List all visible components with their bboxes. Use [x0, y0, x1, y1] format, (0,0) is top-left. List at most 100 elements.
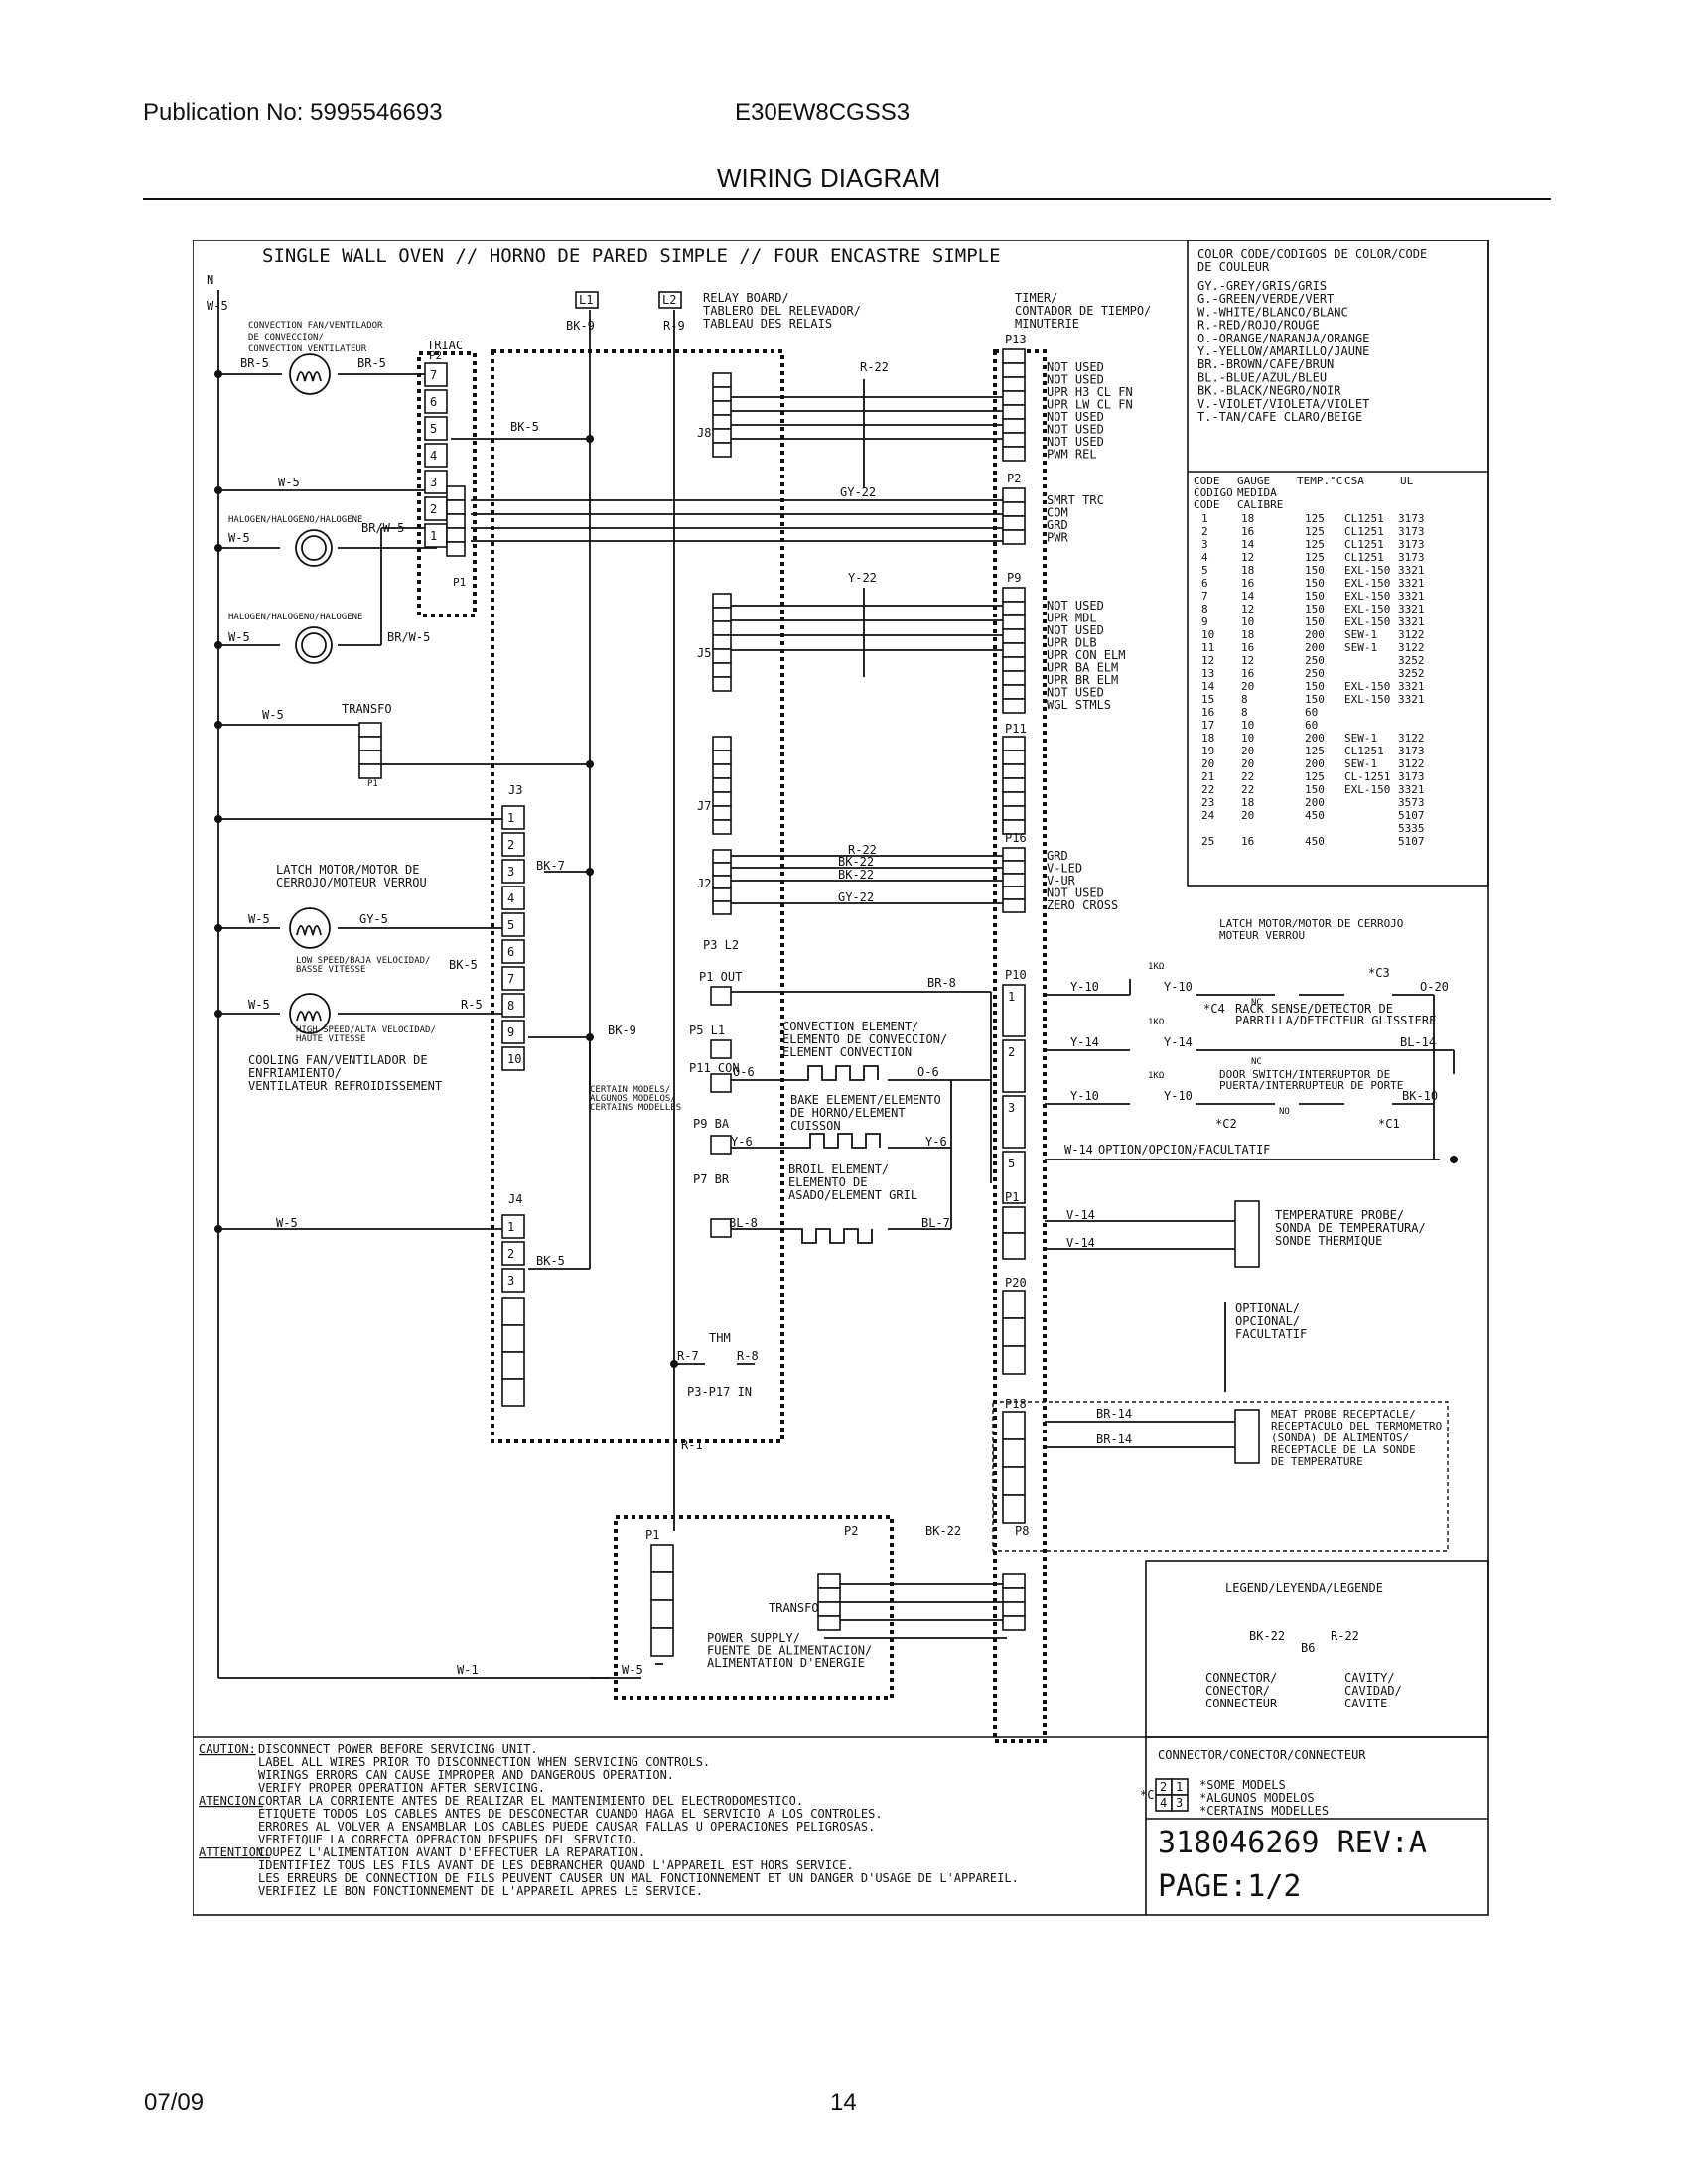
- j8-pin: [712, 414, 732, 430]
- bake-element-label: DE HORNO/ELEMENT: [790, 1106, 906, 1120]
- gauge-table-cell: SEW-1: [1344, 757, 1377, 770]
- p20-pin: [1002, 1290, 1026, 1319]
- j4-pin-number: 1: [507, 1220, 514, 1234]
- broil-element-label: BROIL ELEMENT/: [788, 1162, 889, 1176]
- p1-pin: [446, 513, 466, 529]
- l1-label: L1: [579, 293, 593, 307]
- certain-models-label: CERTAIN MODELS/: [590, 1085, 670, 1095]
- triac-pin-number: 3: [430, 476, 437, 489]
- low-speed-label: LOW SPEED/BAJA VELOCIDAD/: [296, 956, 430, 966]
- j4-pin-number: 3: [507, 1274, 514, 1288]
- p10-pin: [1002, 1095, 1026, 1149]
- j3-pin: [501, 912, 525, 937]
- gauge-table-cell: 22: [1241, 783, 1254, 796]
- door-switch-label: PUERTA/INTERRUPTEUR DE PORTE: [1219, 1079, 1403, 1092]
- gauge-table-cell: 1: [1201, 512, 1208, 525]
- gauge-table-cell: 250: [1305, 667, 1325, 680]
- document-number: 318046269 REV:A: [1158, 1826, 1427, 1860]
- wire-label: GY-22: [840, 485, 876, 499]
- wire-label: R-22: [848, 843, 877, 857]
- wire-label: BK-9: [608, 1024, 636, 1037]
- diagram-banner: SINGLE WALL OVEN // HORNO DE PARED SIMPL…: [262, 245, 1001, 267]
- connector-label: P1: [1005, 1190, 1019, 1204]
- gauge-table-cell: 5: [1201, 564, 1208, 577]
- transfo-pin: [358, 722, 382, 738]
- wire-label: BL-8: [729, 1216, 758, 1230]
- power-p2-pin: [817, 1615, 841, 1631]
- header-rule: [143, 198, 1551, 200]
- p9-pin: [1002, 628, 1026, 644]
- j4-empty-pin: [501, 1297, 525, 1326]
- gauge-table-cell: EXL-150: [1344, 564, 1390, 577]
- wire-label: R-1: [681, 1438, 703, 1452]
- p8-pin: [1002, 1615, 1026, 1631]
- gauge-table-header: CODIGO: [1194, 486, 1233, 499]
- timer-pin-label: UPR BA ELM: [1047, 661, 1118, 675]
- connector-label: P10: [1005, 968, 1027, 982]
- door-switch-label: DOOR SWITCH/INTERRUPTOR DE: [1219, 1068, 1390, 1081]
- meat-probe-label: MEAT PROBE RECEPTACLE/: [1271, 1408, 1416, 1421]
- legend-cavity-label: CAVITE: [1344, 1697, 1387, 1710]
- gauge-table-cell: CL-1251: [1344, 770, 1390, 783]
- j3-pin-number: 4: [507, 891, 514, 905]
- legend-wire-label: BK-22: [1249, 1629, 1285, 1643]
- convection-element-label: ELEMENTO DE CONVECCION/: [782, 1032, 947, 1046]
- wire-label: BR-14: [1096, 1407, 1132, 1421]
- gauge-table-cell: EXL-150: [1344, 603, 1390, 615]
- p13-pin: [1002, 418, 1026, 434]
- p10-pin: [1002, 1039, 1026, 1093]
- switch-label: NC: [1251, 998, 1262, 1008]
- j5-pin: [712, 593, 732, 609]
- triac-pin-number: 6: [430, 395, 437, 409]
- gauge-table-cell: 450: [1305, 809, 1325, 822]
- broil-element-label: ELEMENTO DE: [788, 1175, 867, 1189]
- p18-pin: [1002, 1438, 1026, 1468]
- gauge-table-cell: EXL-150: [1344, 783, 1390, 796]
- j4-pin: [501, 1214, 525, 1239]
- wire-label: W-5: [248, 912, 270, 926]
- timer-pin-label: UPR LW CL FN: [1047, 398, 1133, 412]
- p11-pin: [1002, 791, 1026, 807]
- wire-label: W-1: [457, 1663, 479, 1677]
- gauge-table-cell: 12: [1201, 654, 1214, 667]
- power-supply-label: FUENTE DE ALIMENTACION/: [707, 1644, 872, 1658]
- relay-board-outline: [491, 349, 784, 1443]
- meat-probe-label: RECEPTACLE DE LA SONDE: [1271, 1443, 1416, 1456]
- relay-board-label: TABLERO DEL RELEVADOR/: [703, 304, 861, 318]
- p10-pin-number: 3: [1008, 1101, 1015, 1115]
- gauge-table-cell: 12: [1241, 654, 1254, 667]
- switch-label: *C2: [1215, 1117, 1237, 1131]
- latch-motor-label: LATCH MOTOR/MOTOR DE: [276, 863, 420, 877]
- gauge-table-cell: 16: [1241, 667, 1254, 680]
- connector-legend-label: *C: [1140, 1788, 1154, 1802]
- triac-pin: [424, 443, 448, 468]
- relay-board-label: RELAY BOARD/: [703, 291, 789, 305]
- connector-label: P20: [1005, 1276, 1027, 1290]
- wire-label: Y-10: [1164, 980, 1193, 994]
- gauge-table-cell: 200: [1305, 628, 1325, 641]
- connector-pin: [1171, 1794, 1189, 1812]
- connector-pin-number: 3: [1176, 1796, 1183, 1810]
- power-p1-pin: [650, 1627, 674, 1657]
- p9-pin: [1002, 601, 1026, 616]
- timer-pin-label: NOT USED: [1047, 423, 1104, 437]
- j7-pin: [712, 819, 732, 835]
- p13-pin: [1002, 376, 1026, 392]
- timer-pin-label: NOT USED: [1047, 887, 1104, 900]
- wire-label: BK-5: [449, 958, 478, 972]
- connector-label: P1: [367, 779, 378, 789]
- gauge-table-cell: 20: [1241, 757, 1254, 770]
- j2-pin: [712, 849, 732, 864]
- j3-pin: [501, 939, 525, 964]
- gauge-table-cell: 3321: [1398, 590, 1425, 603]
- wire-label: BR/W-5: [387, 630, 430, 644]
- gauge-table-cell: 3321: [1398, 615, 1425, 628]
- wire-label: Y-14: [1070, 1035, 1099, 1049]
- j3-pin: [501, 1020, 525, 1044]
- p18-pin: [1002, 1494, 1026, 1524]
- wire-label: GY-22: [838, 890, 874, 904]
- connector-pin-number: 4: [1160, 1796, 1167, 1810]
- temperature-probe-label: SONDA DE TEMPERATURA/: [1275, 1221, 1426, 1235]
- p16-pin: [1002, 860, 1026, 875]
- timer-pin-label: GRD: [1047, 849, 1068, 863]
